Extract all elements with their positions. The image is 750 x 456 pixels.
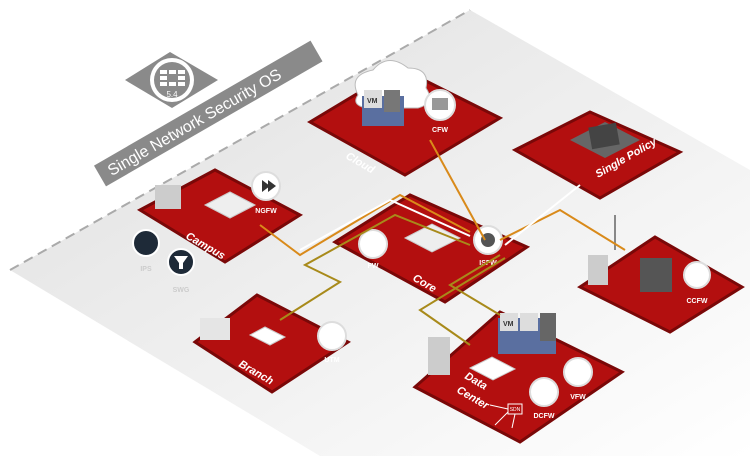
sdn-icon	[489, 403, 523, 429]
campus-firewall-device-icon	[203, 191, 257, 219]
os-band-dashed-edge	[9, 9, 471, 271]
datacenter-firewall-device-icon	[468, 356, 517, 381]
fortinet-logo-icon	[160, 70, 185, 86]
link-core-datacenter	[448, 254, 501, 316]
ccfw-icon	[683, 261, 711, 289]
link-core-ccfw	[499, 208, 626, 251]
connection-links	[259, 139, 626, 346]
ips-icon	[132, 229, 160, 257]
os-version: 5.4	[166, 90, 178, 99]
wifi-router-icon	[248, 326, 287, 346]
campus-building-icon	[155, 185, 181, 209]
tile-branch[interactable]: UTM Branch	[192, 293, 351, 394]
dcfw-icon	[529, 377, 559, 407]
cloud-vm-label: VM	[367, 98, 378, 105]
isfw-label: ISFW	[479, 260, 497, 267]
core-firewall-device-icon	[403, 223, 462, 253]
sdn-label: SDN	[510, 407, 521, 413]
tile-cloud[interactable]: VM CFW Cloud	[307, 60, 504, 177]
tile-campus[interactable]: NGFW Campus	[136, 168, 303, 264]
swg-item: SWG	[167, 248, 195, 294]
link-core-cloud	[429, 139, 486, 241]
ips-label: IPS	[140, 266, 152, 273]
vfw-label: VFW	[570, 394, 586, 401]
link-core-branch	[279, 213, 471, 321]
link-core-campus	[259, 193, 471, 257]
dcfw-label: DCFW	[534, 413, 555, 420]
vfw-icon	[563, 357, 593, 387]
datacenter-vm-label: VM	[503, 321, 514, 328]
cell-tower-building-icon	[588, 255, 608, 285]
branch-building-icon	[200, 318, 230, 340]
fw-label: FW	[368, 263, 379, 270]
cfw-label: CFW	[432, 127, 448, 134]
swg-label: SWG	[173, 287, 190, 294]
utm-icon	[317, 321, 347, 351]
link-core-policy	[504, 184, 581, 246]
datacenter-building-icon	[428, 337, 450, 375]
tile-data-center[interactable]: VM DCFW VFW SDN Data Center	[412, 310, 625, 444]
link-core-datacenter-2	[418, 257, 506, 346]
link-core-campus-white	[299, 198, 471, 251]
tile-ccfw[interactable]: CCFW	[577, 215, 745, 334]
ccfw-device-icon	[640, 258, 672, 292]
utm-label: UTM	[324, 357, 339, 364]
ngfw-label: NGFW	[255, 208, 277, 215]
os-badge: 5.4	[125, 52, 218, 108]
fw-icon	[358, 229, 388, 259]
ips-item: IPS	[132, 229, 160, 273]
ccfw-label: CCFW	[687, 298, 708, 305]
